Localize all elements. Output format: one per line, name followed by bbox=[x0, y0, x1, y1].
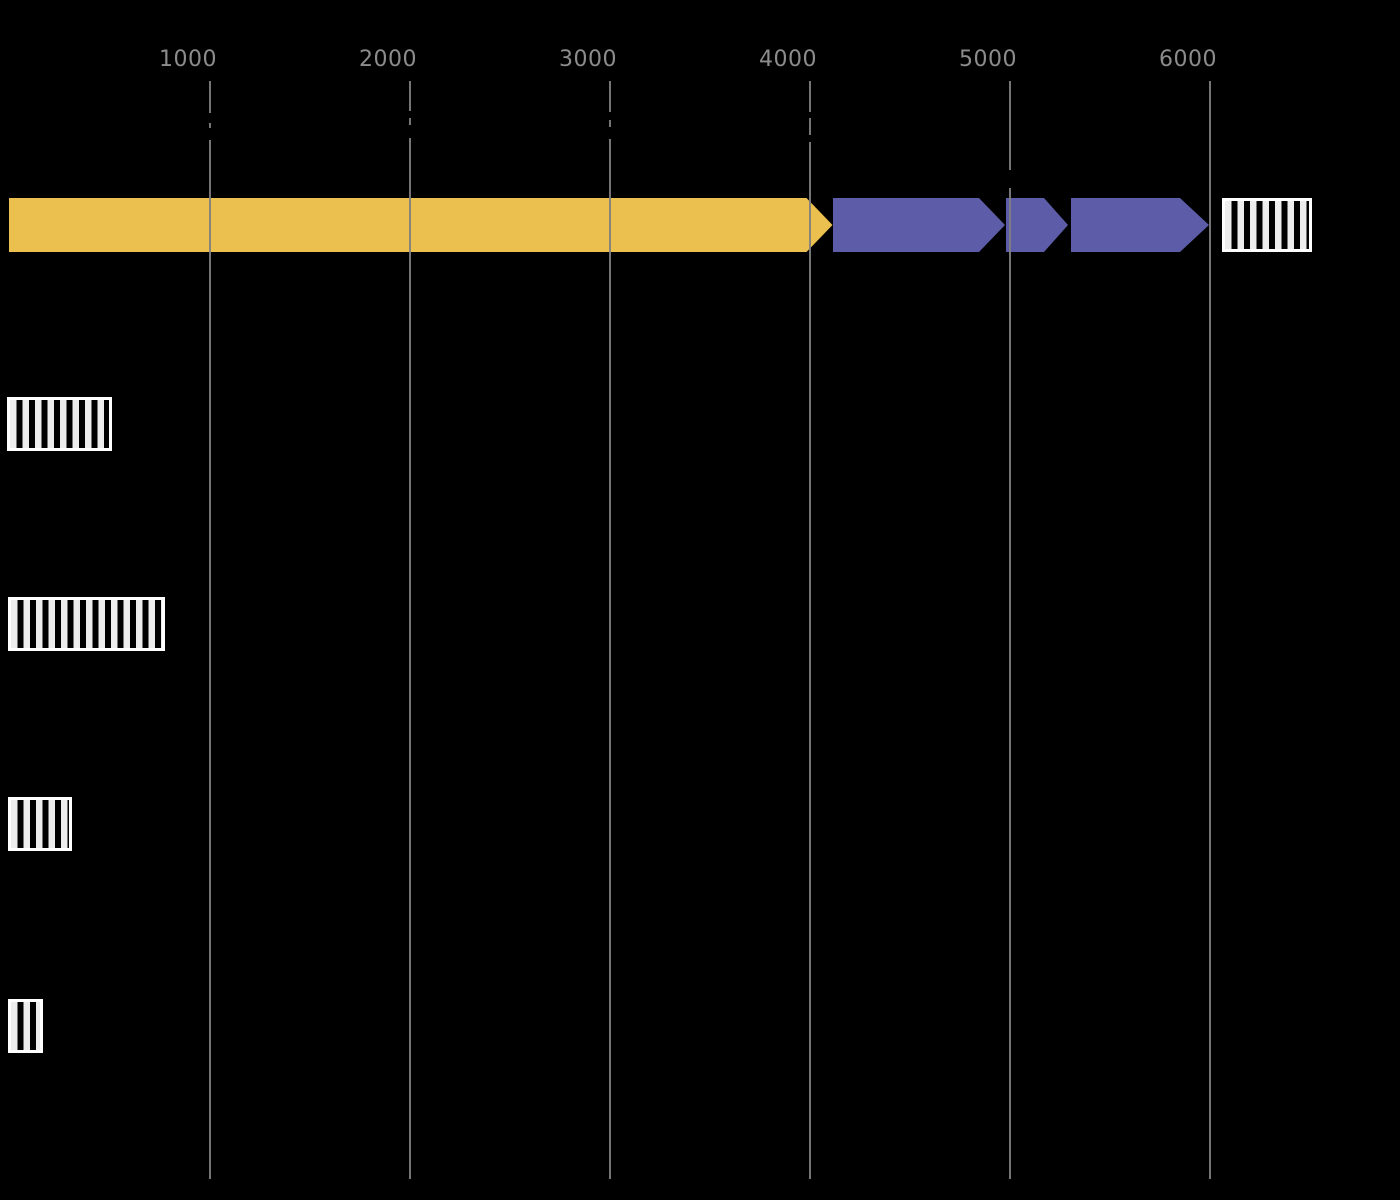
axis-tick-label: 1000 bbox=[159, 47, 217, 72]
axis-gridline bbox=[409, 81, 411, 111]
axis-gridline bbox=[1209, 81, 1211, 1179]
axis-tick-label: 6000 bbox=[1159, 47, 1217, 72]
axis-gridline bbox=[809, 142, 811, 1179]
axis-gridline bbox=[209, 123, 211, 128]
axis-gridline bbox=[1009, 81, 1011, 170]
axis-gridline bbox=[1009, 188, 1011, 1179]
axis-tick-label: 5000 bbox=[959, 47, 1017, 72]
axis-gridline bbox=[809, 118, 811, 135]
axis-gridline bbox=[209, 81, 211, 113]
hatched-region bbox=[8, 597, 165, 651]
hatched-region bbox=[7, 397, 112, 451]
axis-gridline bbox=[809, 81, 811, 112]
axis-gridline bbox=[609, 81, 611, 112]
axis-tick-label: 3000 bbox=[559, 47, 617, 72]
gene-arrow bbox=[9, 198, 833, 252]
axis-gridline bbox=[209, 140, 211, 1179]
axis-gridline bbox=[609, 139, 611, 1179]
axis-gridline bbox=[409, 118, 411, 125]
axis-gridline bbox=[609, 120, 611, 127]
gene-arrow bbox=[1071, 198, 1209, 252]
hatched-region bbox=[8, 999, 43, 1053]
axis-tick-label: 2000 bbox=[359, 47, 417, 72]
hatched-region bbox=[1222, 198, 1312, 252]
gene-arrow bbox=[1006, 198, 1068, 252]
axis-tick-label: 4000 bbox=[759, 47, 817, 72]
axis-gridline bbox=[409, 138, 411, 1179]
gene-arrow bbox=[833, 198, 1005, 252]
hatched-region bbox=[8, 797, 72, 851]
